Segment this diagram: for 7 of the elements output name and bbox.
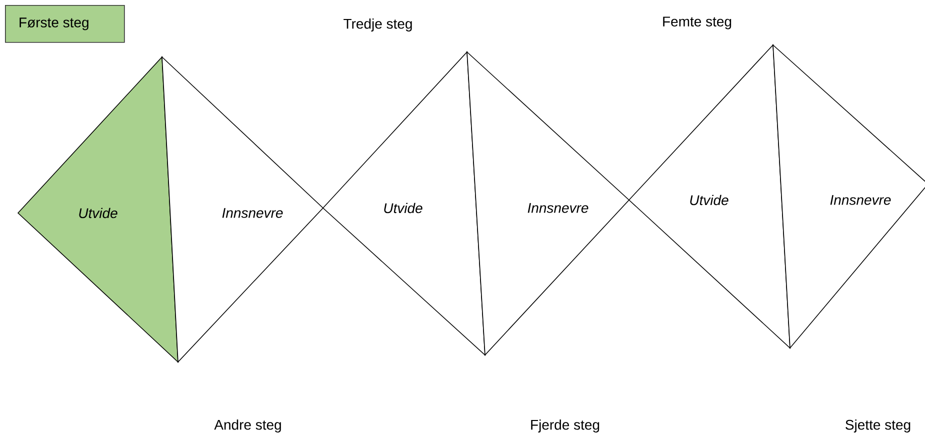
step-label: Sjette steg	[846, 419, 910, 433]
step-label: Andre steg	[214, 419, 281, 433]
step-box: Første steg	[5, 5, 125, 43]
node-label: Innsnevre	[830, 195, 891, 205]
step-label: Fjerde steg	[531, 419, 600, 433]
step-label: Femte steg	[663, 16, 732, 30]
step-label: Tredje steg	[344, 18, 412, 32]
